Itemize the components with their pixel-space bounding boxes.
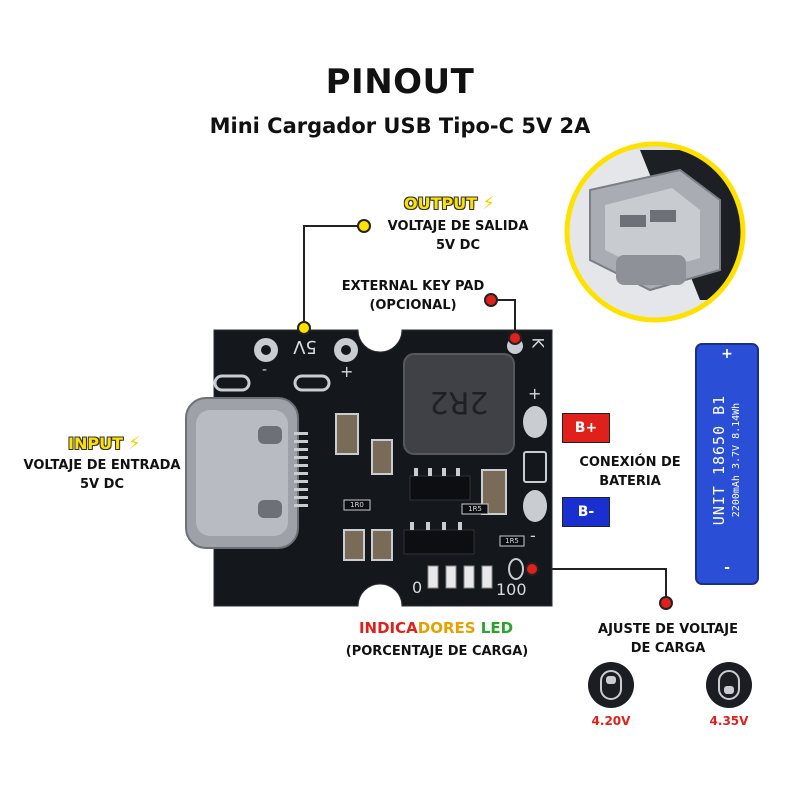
output-line-1: VOLTAJE DE SALIDA [387, 219, 529, 234]
lightning-bolt-icon: ⚡ [128, 433, 141, 454]
keypad-line-2: (OPCIONAL) [369, 298, 457, 313]
input-heading: INPUT [68, 434, 123, 453]
resistor-label-2: 1R5 [468, 505, 482, 513]
inductor-label: 2R2 [429, 384, 489, 419]
keypad-leader-line [491, 299, 516, 338]
voltage-adjust-description: AJUSTE DE VOLTAJE DE CARGA [578, 620, 758, 658]
battery-minus-mark: - [724, 560, 730, 576]
ic-chip-1 [409, 475, 471, 501]
indicators-heading-part-1: INDICA [358, 619, 418, 637]
silk-plus: + [340, 362, 354, 381]
silk-bat-plus: + [528, 384, 542, 403]
keypad-line-1: EXTERNAL KEY PAD [341, 279, 485, 294]
inductor [403, 353, 515, 455]
input-heading-group: INPUT ⚡ [68, 433, 141, 454]
connector-zoom-circle [564, 141, 746, 323]
slot-pad-2 [293, 374, 331, 392]
pcb-board [185, 329, 553, 607]
battery-18650 [695, 343, 759, 585]
output-heading-group: OUTPUT ⚡ [404, 193, 495, 214]
voltage-option-b: 4.35V [709, 714, 749, 728]
battery-connection-description: CONEXIÓN DE BATERIA [568, 453, 692, 491]
silk-5v: 5V [293, 336, 317, 357]
silk-minus: - [262, 362, 268, 378]
usb-c-pins [294, 432, 308, 507]
led-indicators [427, 565, 493, 589]
resistor-3 [499, 535, 525, 547]
battery-pad-plus [523, 406, 547, 438]
led-scale-min: 0 [412, 578, 423, 597]
input-description: VOLTAJE DE ENTRADA 5V DC [14, 456, 190, 494]
indicators-heading-part-2: DORES [417, 619, 476, 637]
page-title: PINOUT [325, 62, 475, 102]
battery-pad-minus [523, 490, 547, 522]
voltage-select-pad [508, 558, 524, 580]
silk-k: K [528, 337, 548, 349]
resistor-2 [461, 503, 489, 515]
output-description: VOLTAJE DE SALIDA 5V DC [378, 217, 538, 255]
battery-connection-line-1: CONEXIÓN DE [579, 455, 681, 470]
marker-dots [297, 219, 673, 610]
capacitors [335, 413, 507, 561]
battery-silk-icon [523, 451, 547, 483]
voltage-adjust-line-1: AJUSTE DE VOLTAJE [598, 622, 738, 637]
indicators-heading-part-3: LED [475, 619, 514, 637]
output-line-2: 5V DC [436, 238, 480, 253]
voltage-adjust-line-2: DE CARGA [630, 641, 706, 656]
battery-model: UNIT 18650 B1 [710, 394, 728, 526]
page-subtitle: Mini Cargador USB Tipo-C 5V 2A [209, 114, 591, 138]
voltage-option-icons [588, 662, 752, 708]
output-heading: OUTPUT [404, 194, 478, 213]
battery-connection-line-2: BATERIA [599, 474, 661, 489]
silk-bat-minus: - [530, 526, 536, 545]
battery-text: UNIT 18650 B1 2200mAh 3.7V 8.14Wh [709, 350, 745, 570]
resistor-label-3: 1R5 [505, 537, 519, 545]
battery-spec: 2200mAh 3.7V 8.14Wh [731, 402, 742, 518]
indicators-subtitle: (PORCENTAJE DE CARGA) [345, 644, 529, 659]
leader-lines [303, 225, 667, 603]
input-line-1: VOLTAJE DE ENTRADA [23, 458, 181, 473]
led-scale-max: 100 [496, 580, 527, 599]
input-line-2: 5V DC [80, 477, 124, 492]
keypad-description: EXTERNAL KEY PAD (OPCIONAL) [340, 277, 486, 315]
lightning-bolt-icon: ⚡ [482, 193, 495, 214]
voltage-adjust-leader-line [532, 568, 667, 603]
resistor-1 [343, 499, 371, 511]
battery-positive-tag: B+ [562, 413, 610, 443]
indicators-heading: INDICADORES LED [344, 619, 528, 637]
ic-chip-2 [403, 529, 475, 555]
battery-negative-tag: B- [562, 497, 610, 527]
resistor-label-1: 1R0 [350, 501, 364, 509]
battery-plus-mark: + [721, 346, 733, 362]
output-leader-line [303, 225, 364, 328]
slot-pad-1 [213, 374, 251, 392]
voltage-option-a: 4.20V [591, 714, 631, 728]
